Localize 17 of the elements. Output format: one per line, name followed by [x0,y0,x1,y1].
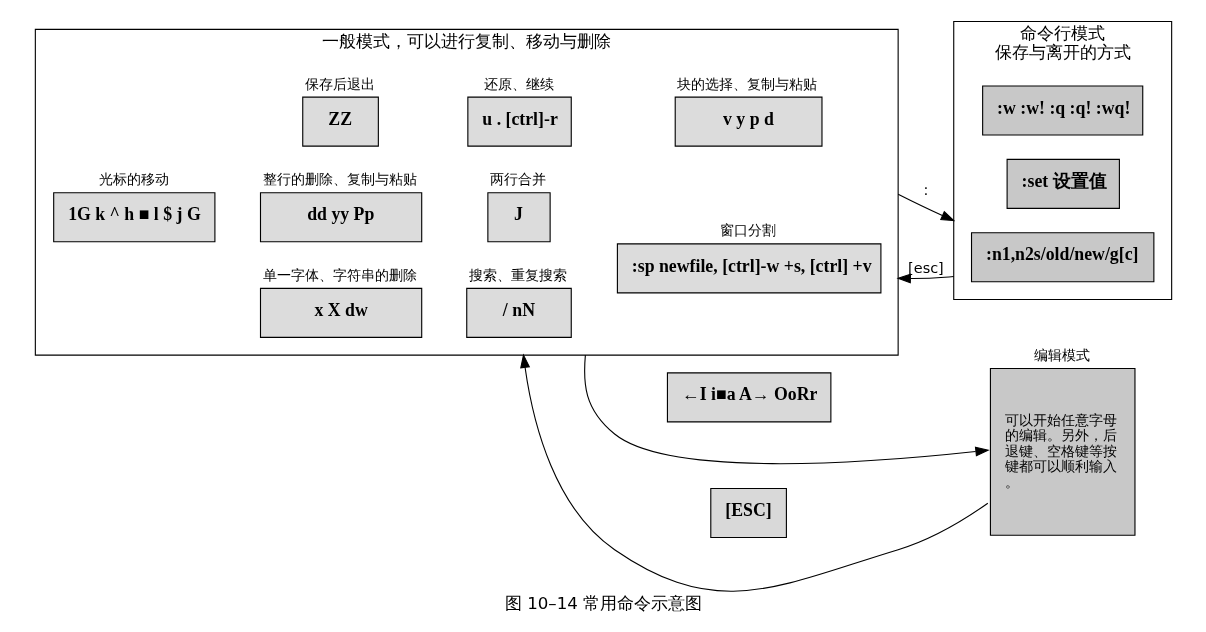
edge-label: : [923,182,928,199]
caption: 图 10–14 常用命令示意图 [504,594,702,614]
node-label: 还原、继续 [483,75,554,92]
arrow [583,354,990,465]
node-label: 搜索、重复搜索 [468,266,567,283]
node-label: 块的选择、复制与粘贴 [676,75,817,92]
arrow [895,273,954,284]
node-label: 编辑模式 [1033,347,1090,364]
node-label: 两行合并 [489,171,546,188]
node-label: 保存后退出 [304,75,375,92]
edge-label: [esc] [907,260,944,277]
node-label: 单一字体、字符串的删除 [262,266,417,283]
node-label: 光标的移动 [98,171,169,188]
node-label: 窗口分割 [719,222,776,239]
arrow [519,353,988,592]
node-label: 整行的删除、复制与粘贴 [262,171,417,188]
arrow [897,193,955,222]
